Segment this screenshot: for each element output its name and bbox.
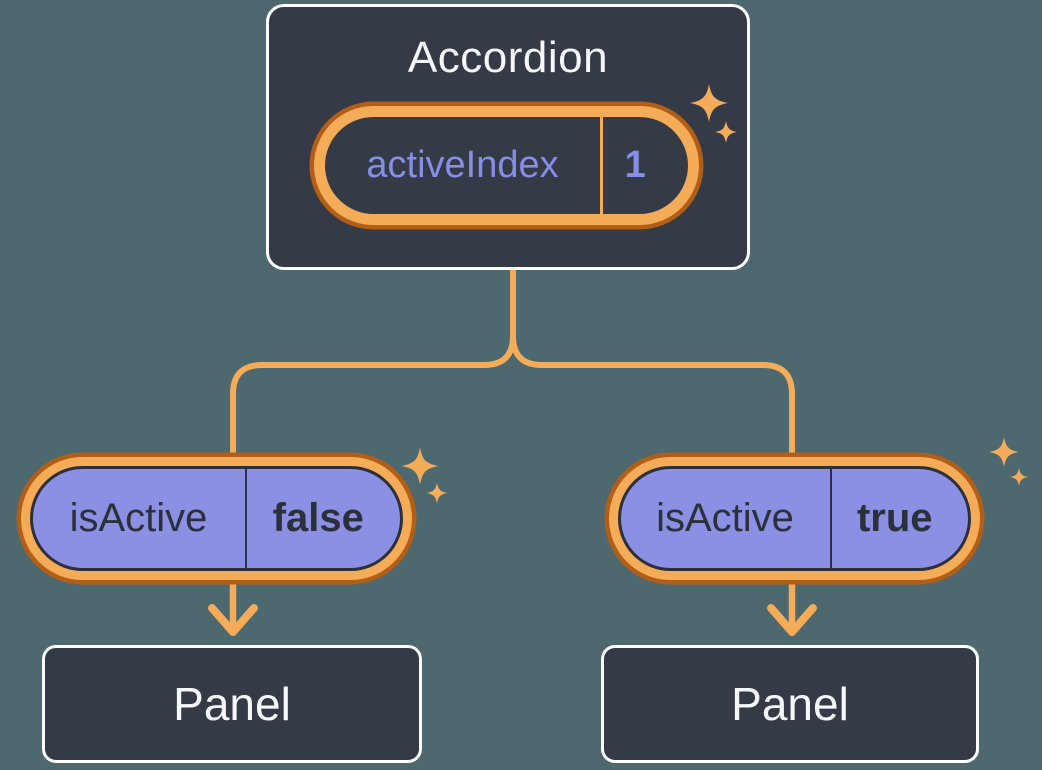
arrow-down-icon xyxy=(767,604,817,636)
sparkle-icon xyxy=(989,437,1019,467)
panel-title: Panel xyxy=(173,678,291,730)
prop-label: isActive xyxy=(656,495,794,540)
prop-value: false xyxy=(272,495,364,540)
accordion-title: Accordion xyxy=(407,33,609,82)
panel-node-right: Panel xyxy=(601,645,979,763)
state-value: 1 xyxy=(624,144,646,186)
panel-title: Panel xyxy=(731,678,849,730)
state-pill-activeindex: activeIndex 1 xyxy=(314,106,699,225)
prop-pill-isactive-right: isActive true xyxy=(617,465,971,571)
sparkle-icon xyxy=(426,482,448,504)
panel-node-left: Panel xyxy=(42,645,422,763)
connector-accordion-to-left-pill xyxy=(230,268,516,460)
connector-accordion-to-right-pill xyxy=(510,268,795,460)
state-pill-divider xyxy=(600,117,603,214)
prop-pill-divider xyxy=(244,468,247,568)
accordion-node: Accordion activeIndex 1 xyxy=(266,4,750,270)
arrow-down-icon xyxy=(208,604,258,636)
prop-pill-divider xyxy=(829,468,832,568)
prop-pill-isactive-left: isActive false xyxy=(29,465,403,571)
prop-label: isActive xyxy=(69,495,208,540)
sparkle-icon xyxy=(401,447,439,485)
prop-value: true xyxy=(856,495,933,540)
state-label: activeIndex xyxy=(366,144,559,186)
sparkle-icon xyxy=(1010,468,1028,486)
